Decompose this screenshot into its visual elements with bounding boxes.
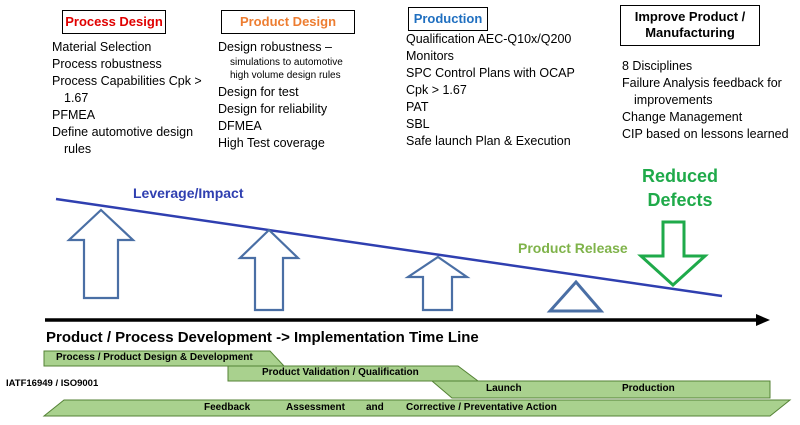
list-item: Monitors (406, 49, 454, 63)
header-improve-line1: Improve Product / (634, 9, 746, 24)
band-validation-label: Product Validation / Qualification (262, 367, 419, 378)
list-item: Qualification AEC-Q10x/Q200 (406, 32, 572, 46)
leverage-impact-label: Leverage/Impact (133, 185, 244, 201)
list-item: CIP based on lessons learned (622, 127, 789, 141)
list-item: SPC Control Plans with OCAP (406, 66, 575, 80)
list-item: Material Selection (52, 40, 152, 54)
reduced-defects-label: Reduced Defects (640, 164, 720, 212)
up-arrow-2-icon (237, 228, 301, 312)
list-item: rules (64, 142, 92, 156)
list-item: PAT (406, 100, 429, 114)
timeline-label: Product / Process Development -> Impleme… (46, 329, 479, 346)
product-design-list: Design robustness – simulations to autom… (218, 39, 343, 152)
list-item: Change Management (622, 110, 743, 124)
list-item: 1.67 (64, 91, 89, 105)
list-item: Define automotive design (52, 125, 194, 139)
band-launch-label: Launch (486, 383, 522, 394)
list-item: Design for test (218, 85, 299, 99)
process-design-list: Material Selection Process robustness Pr… (52, 39, 202, 158)
list-item: PFMEA (52, 108, 96, 122)
band-corrective-label: Corrective / Preventative Action (406, 402, 557, 413)
standard-label: IATF16949 / ISO9001 (6, 378, 99, 389)
list-item: Cpk > 1.67 (406, 83, 467, 97)
timeline-arrowhead-icon (756, 314, 770, 326)
improve-list: 8 Disciplines Failure Analysis feedback … (622, 58, 789, 143)
band-and-label: and (366, 402, 384, 413)
reduced-defects-down-arrow-icon (637, 220, 709, 288)
band-feedback-label: Feedback (204, 402, 251, 413)
list-item: SBL (406, 117, 430, 131)
list-item: improvements (634, 93, 713, 107)
list-item: Failure Analysis feedback for (622, 76, 782, 90)
band-launch-production (430, 380, 771, 399)
band-feedback (42, 399, 792, 417)
list-item: DFMEA (218, 119, 262, 133)
header-improve-line2: Manufacturing (645, 24, 735, 40)
reduced-defects-line2: Defects (647, 190, 713, 210)
list-item: 8 Disciplines (622, 59, 693, 73)
reduced-defects-line1: Reduced (641, 166, 719, 186)
band-production-label: Production (622, 383, 675, 394)
header-process-design: Process Design (62, 10, 166, 34)
leverage-slope-line (55, 197, 723, 298)
list-item: high volume design rules (230, 70, 341, 81)
list-item: Process robustness (52, 57, 162, 71)
list-item: simulations to automotive (230, 57, 343, 68)
list-item: High Test coverage (218, 136, 325, 150)
band-assessment-label: Assessment (286, 402, 345, 413)
production-list: Qualification AEC-Q10x/Q200 Monitors SPC… (406, 31, 575, 150)
list-item: Process Capabilities Cpk > (52, 74, 202, 88)
header-product-design: Product Design (221, 10, 355, 34)
band-design-development-label: Process / Product Design & Development (56, 352, 253, 363)
fulcrum-triangle-icon (546, 279, 605, 313)
up-arrow-1-icon (66, 208, 136, 300)
up-arrow-3-icon (404, 255, 471, 312)
list-item: Design robustness – (218, 40, 332, 54)
product-release-label: Product Release (518, 240, 628, 256)
list-item: Design for reliability (218, 102, 328, 116)
list-item: Safe launch Plan & Execution (406, 134, 571, 148)
header-production: Production (408, 7, 488, 31)
header-improve-product: Improve Product / Manufacturing (620, 5, 760, 46)
